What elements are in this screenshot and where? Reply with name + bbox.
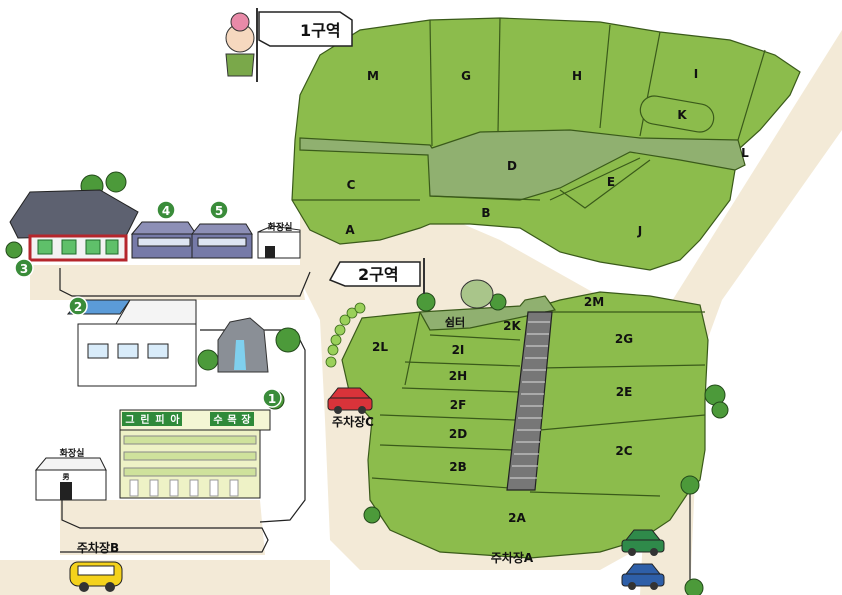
plot-label-k[interactable]: K <box>677 108 687 122</box>
toilet-door-mark: 男 <box>63 473 70 481</box>
marker-2-label: 2 <box>74 300 82 314</box>
plot-label-a[interactable]: A <box>345 223 355 237</box>
plot-label-m[interactable]: M <box>367 69 379 83</box>
plot-label-2i[interactable]: 2I <box>452 343 465 357</box>
plot-label-2k[interactable]: 2K <box>503 319 521 333</box>
shelter-sack <box>460 279 494 309</box>
shelter-label: 쉼터 <box>445 315 465 329</box>
road-upper-left <box>30 265 305 300</box>
plot-label-2h[interactable]: 2H <box>449 369 467 383</box>
svg-text:피: 피 <box>155 413 164 426</box>
greenpia-sign <box>122 412 182 426</box>
svg-text:그: 그 <box>125 415 134 426</box>
plot-label-2d[interactable]: 2D <box>449 427 467 441</box>
toilet-top-label: 화장실 <box>268 221 293 233</box>
svg-text:린: 린 <box>140 413 149 426</box>
marker-1[interactable]: 1 <box>262 388 282 408</box>
marker-5-label: 5 <box>215 204 223 218</box>
zone1-flag <box>225 8 353 82</box>
svg-text:장: 장 <box>241 413 251 426</box>
plot-label-2m[interactable]: 2M <box>584 295 604 309</box>
marker-5[interactable]: 5 <box>209 200 229 220</box>
plot-label-j[interactable]: J <box>637 224 642 238</box>
marker-3[interactable]: 3 <box>14 258 34 278</box>
plot-label-e[interactable]: E <box>607 175 615 189</box>
buildings <box>9 189 301 501</box>
toilet-top-building <box>257 231 301 259</box>
parking-c-label[interactable]: 주차장C <box>332 414 374 429</box>
plot-label-2g[interactable]: 2G <box>615 332 633 346</box>
marker-4[interactable]: 4 <box>156 200 176 220</box>
svg-text:수: 수 <box>213 414 222 426</box>
hedge <box>325 302 366 368</box>
svg-text:목: 목 <box>227 414 236 426</box>
marker-4-label: 4 <box>162 204 170 218</box>
plot-label-l[interactable]: L <box>741 146 749 160</box>
car-green <box>621 529 665 556</box>
shelter-path <box>419 295 557 331</box>
plot-label-c[interactable]: C <box>347 178 356 192</box>
zone2-flag <box>328 258 425 294</box>
toilet-bottom-label: 화장실 <box>60 447 85 459</box>
marker-1-label: 1 <box>268 392 276 406</box>
zone-2 <box>341 291 709 559</box>
car-yellow <box>69 561 123 592</box>
plot-label-i[interactable]: I <box>694 67 698 81</box>
plot-label-g[interactable]: G <box>461 69 471 83</box>
marker-2[interactable]: 2 <box>68 296 88 316</box>
sumokjang-sign <box>210 412 254 426</box>
zone1-plot-labels: M G H I K L C D E A B J <box>345 67 749 238</box>
plot-label-2a[interactable]: 2A <box>508 511 526 525</box>
zone1-path <box>299 129 746 201</box>
staircase <box>506 311 553 491</box>
car-blue <box>621 563 665 590</box>
parking-b-label[interactable]: 주차장B <box>77 540 119 555</box>
zone1-label: 1구역 <box>300 21 341 40</box>
markers: 3 2 4 5 1 <box>14 200 282 408</box>
shelter-area <box>460 279 494 309</box>
plot-label-d[interactable]: D <box>507 159 517 173</box>
car-red <box>327 387 373 414</box>
plot-label-2c[interactable]: 2C <box>615 444 632 458</box>
plot-label-b[interactable]: B <box>481 206 490 220</box>
mascot-body <box>225 53 255 77</box>
plot-label-2e[interactable]: 2E <box>616 385 633 399</box>
parking-a-label[interactable]: 주차장A <box>491 550 534 565</box>
zone2-plot-labels: 2M 2K 2G 2L 2I 2H 2E 2F 2D 2C 2B 2A <box>372 295 633 525</box>
svg-text:아: 아 <box>170 413 180 426</box>
plot-k-oval <box>639 95 715 133</box>
road-bottom <box>0 560 330 595</box>
plot-label-2l[interactable]: 2L <box>372 340 388 354</box>
zone2-label: 2구역 <box>358 265 399 284</box>
greenpia-sign-text: 그 린 피 아 수 목 장 <box>125 413 251 426</box>
zone-1 <box>291 17 801 271</box>
plot-label-2b[interactable]: 2B <box>449 460 467 474</box>
hanok-roof <box>9 189 139 239</box>
plot-label-2f[interactable]: 2F <box>450 398 467 412</box>
marker-3-label: 3 <box>20 262 28 276</box>
plot-label-h[interactable]: H <box>572 69 582 83</box>
